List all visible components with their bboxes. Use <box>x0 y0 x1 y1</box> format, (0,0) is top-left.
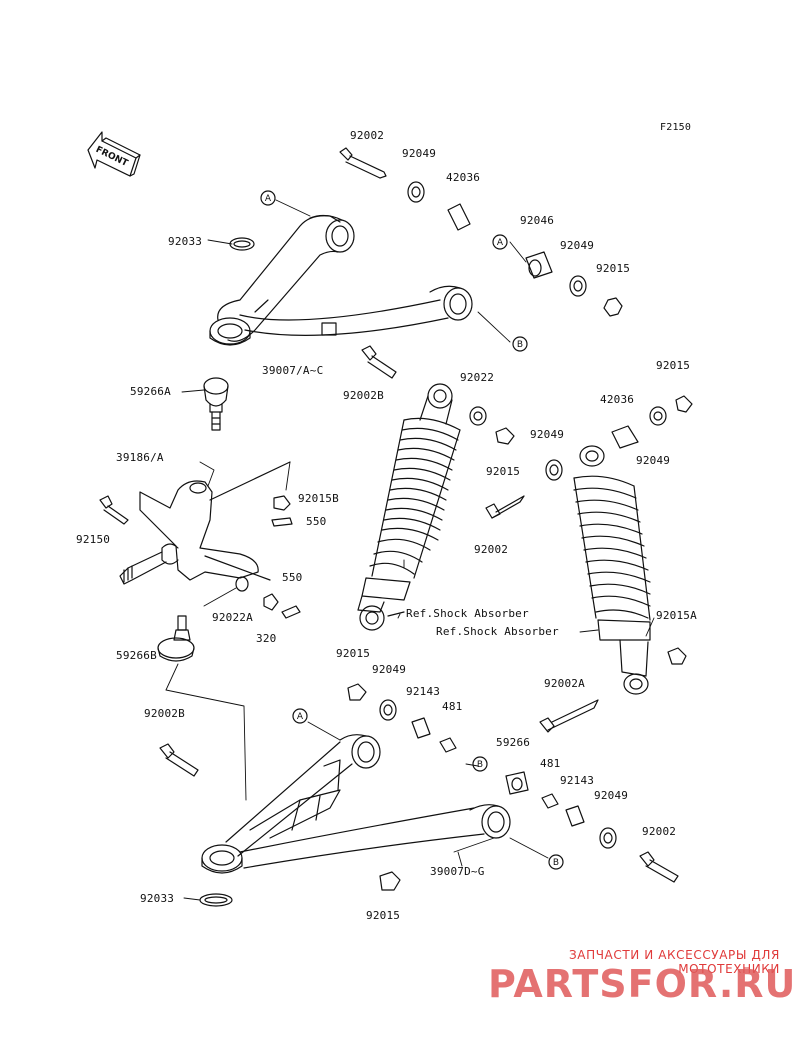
part-92049-e: 92049 <box>594 789 629 802</box>
upper-a-arm <box>209 214 473 346</box>
ref-circles <box>260 190 564 870</box>
part-92015-a: 92015 <box>596 262 631 275</box>
part-92015b: 92015B <box>298 492 339 505</box>
part-92033-low: 92033 <box>140 892 175 905</box>
part-39007: 39007/A~C <box>262 364 324 377</box>
figure-code: F2150 <box>660 122 692 133</box>
part-92143-a: 92143 <box>406 685 441 698</box>
part-92015-right: 92015 <box>656 359 691 372</box>
part-92049-low: 92049 <box>372 663 407 676</box>
part-92002-top: 92002 <box>350 129 385 142</box>
shock-absorber-right <box>573 395 693 695</box>
part-92002b-low: 92002B <box>144 707 185 720</box>
part-481-b: 481 <box>540 757 561 770</box>
part-92049-d: 92049 <box>636 454 671 467</box>
part-92049-b: 92049 <box>560 239 595 252</box>
part-92015-bottom: 92015 <box>366 909 401 922</box>
part-92002-mid: 92002 <box>474 543 509 556</box>
part-92002-low: 92002 <box>642 825 677 838</box>
part-92015-mid: 92015 <box>486 465 521 478</box>
part-481-a: 481 <box>442 700 463 713</box>
part-390070: 39007D~G <box>430 865 485 878</box>
part-92049-c: 92049 <box>530 428 565 441</box>
steering-knuckle <box>119 461 291 585</box>
ref-b-upper: B <box>517 340 523 350</box>
part-59266b: 59266B <box>116 649 157 662</box>
part-92015-low: 92015 <box>336 647 371 660</box>
ref-shock-absorber-2: Ref.Shock Absorber <box>436 625 559 638</box>
part-42036-right: 42036 <box>600 393 635 406</box>
part-92150: 92150 <box>76 533 111 546</box>
part-550-a: 550 <box>306 515 327 528</box>
part-59266a: 59266A <box>130 385 171 398</box>
shock-hardware <box>361 345 563 519</box>
ref-a-bushing: A <box>497 238 504 248</box>
ref-shock-absorber-1: Ref.Shock Absorber <box>406 607 529 620</box>
watermark-logo: PARTSFOR.RU <box>488 962 797 1006</box>
part-42036-top: 42036 <box>446 171 481 184</box>
part-92022a: 92022A <box>212 611 253 624</box>
part-59266: 59266 <box>496 736 531 749</box>
ref-a-upper: A <box>265 194 272 204</box>
part-92022: 92022 <box>460 371 495 384</box>
ref-b-bushing: B <box>477 760 483 770</box>
part-92033-top: 92033 <box>168 235 203 248</box>
shock-absorber-left <box>357 383 461 631</box>
part-39186: 39186/A <box>116 451 164 464</box>
ref-b-lower: B <box>553 858 559 868</box>
ball-joint-b <box>157 615 195 662</box>
ref-a-lower: A <box>297 712 304 722</box>
part-92002a: 92002A <box>544 677 585 690</box>
ball-joint-a <box>203 377 229 431</box>
part-92015a: 92015A <box>656 609 697 622</box>
part-92002b-top: 92002B <box>343 389 384 402</box>
leader-lines <box>165 199 655 901</box>
watermark-tagline: ЗАПЧАСТИ И АКСЕССУАРЫ ДЛЯ МОТОТЕХНИКИ <box>569 948 780 976</box>
lower-a-arm <box>201 734 511 874</box>
part-92049-top: 92049 <box>402 147 437 160</box>
knuckle-hardware <box>99 495 301 619</box>
front-label: FRONT <box>94 145 130 169</box>
part-550-b: 550 <box>282 571 303 584</box>
front-arrow-icon <box>87 131 141 177</box>
part-92143-b: 92143 <box>560 774 595 787</box>
part-320: 320 <box>256 632 277 645</box>
lower-hardware <box>159 683 679 907</box>
part-92046: 92046 <box>520 214 555 227</box>
